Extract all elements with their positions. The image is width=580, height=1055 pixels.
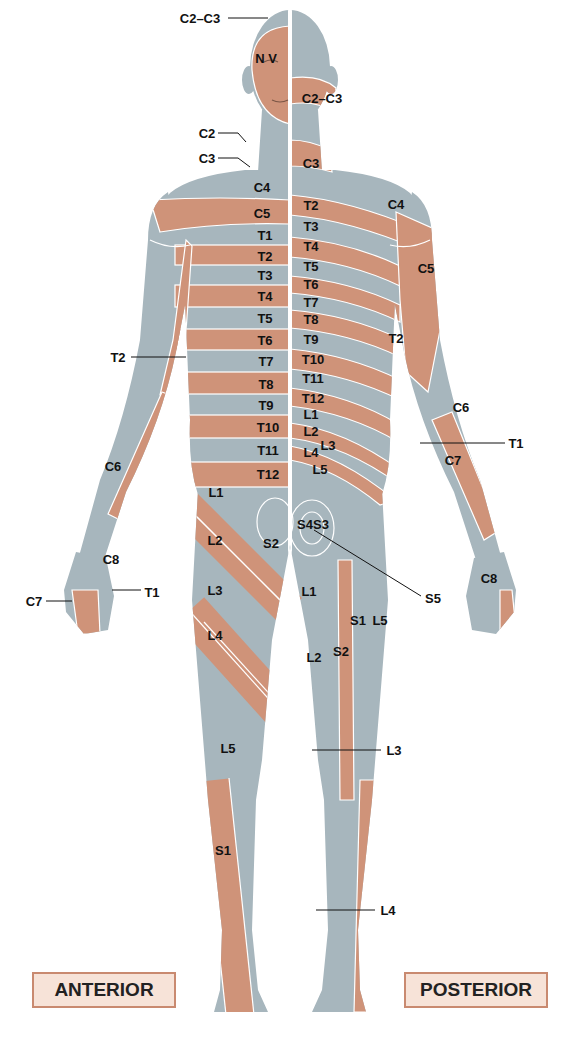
dermatome-label: T5 (303, 260, 318, 273)
dermatome-label: C4 (388, 198, 405, 211)
dermatome-label: L1 (301, 585, 316, 598)
dermatome-label: T8 (303, 313, 318, 326)
dermatome-label: L5 (312, 463, 327, 476)
dermatome-label: C3 (303, 157, 320, 170)
dermatome-label: L4 (303, 446, 318, 459)
view-label-box: ANTERIOR (32, 972, 176, 1008)
dermatome-label: T7 (303, 296, 318, 309)
dermatome-label: C5 (418, 262, 435, 275)
dermatome-label: C2–C3 (302, 92, 342, 105)
dermatome-label: S1 (215, 844, 231, 857)
dermatome-label: C4 (254, 181, 271, 194)
dermatome-label: C3 (199, 152, 216, 165)
dermatome-label: L5 (372, 614, 387, 627)
dermatome-label: S3 (313, 518, 329, 531)
dermatome-label: L1 (303, 408, 318, 421)
dermatome-label: L4 (207, 629, 222, 642)
dermatome-label: T12 (302, 392, 324, 405)
dermatome-label: T1 (508, 437, 523, 450)
dermatome-label: T2 (388, 332, 403, 345)
dermatome-label: T11 (257, 444, 279, 457)
dermatome-label: T6 (303, 278, 318, 291)
dermatome-label: L3 (320, 439, 335, 452)
view-label: ANTERIOR (54, 979, 153, 1001)
dermatome-label: C7 (26, 595, 43, 608)
dermatome-label: T6 (257, 334, 272, 347)
dermatome-label: L2 (303, 425, 318, 438)
dermatome-label: T9 (258, 399, 273, 412)
dermatome-label: S2 (333, 645, 349, 658)
dermatome-label: L3 (207, 584, 222, 597)
dermatome-label: C7 (445, 454, 462, 467)
dermatome-label: T8 (258, 378, 273, 391)
dermatome-label: C8 (481, 572, 498, 585)
dermatome-label: T11 (302, 372, 324, 385)
dermatome-label: T2 (303, 199, 318, 212)
dermatome-label: C6 (453, 401, 470, 414)
dermatome-label: C6 (105, 460, 122, 473)
dermatome-label: T9 (303, 333, 318, 346)
dermatome-label: L2 (207, 534, 222, 547)
dermatome-label: S1 (350, 614, 366, 627)
dermatome-label: T3 (257, 269, 272, 282)
dermatome-label: T4 (303, 240, 318, 253)
dermatome-label: L1 (208, 486, 223, 499)
dermatome-label: T2 (110, 351, 125, 364)
dermatome-label: L5 (220, 742, 235, 755)
dermatome-label: C2 (199, 127, 216, 140)
view-label: POSTERIOR (420, 979, 532, 1001)
dermatome-label: S2 (263, 537, 279, 550)
view-label-box: POSTERIOR (404, 972, 548, 1008)
dermatome-label: T3 (303, 220, 318, 233)
dermatome-label: L3 (386, 744, 401, 757)
dermatome-label: T12 (257, 468, 279, 481)
dermatome-label: L4 (380, 904, 395, 917)
dermatome-label: C8 (103, 553, 120, 566)
dermatome-label: T7 (258, 355, 273, 368)
dermatome-label: T4 (257, 290, 272, 303)
dermatome-label: T1 (257, 229, 272, 242)
dermatome-label: S4 (297, 518, 313, 531)
dermatome-label: C5 (254, 207, 271, 220)
dermatome-label: T5 (257, 312, 272, 325)
dermatome-label: S5 (425, 592, 441, 605)
dermatome-label: N V (255, 52, 277, 65)
dermatome-label: T2 (257, 250, 272, 263)
dermatome-label: T10 (257, 421, 279, 434)
dermatome-label: T10 (302, 353, 324, 366)
dermatome-label: L2 (306, 651, 321, 664)
dermatome-label: C2–C3 (180, 12, 220, 25)
dermatome-label: T1 (144, 586, 159, 599)
